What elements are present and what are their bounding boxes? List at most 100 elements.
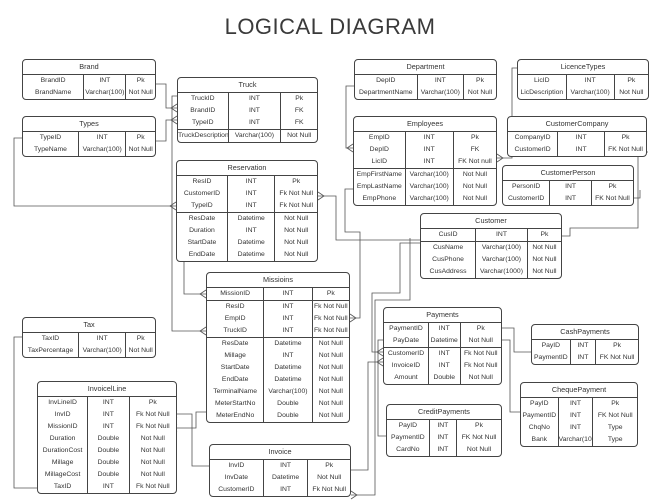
- relationship-invoice-invoiceline: [177, 413, 209, 467]
- field-type: Varchar(100): [405, 181, 454, 193]
- field-name: MillageCost: [38, 469, 89, 481]
- field-name: EndDate: [177, 249, 228, 261]
- relationship-payments-cheque: [502, 339, 520, 413]
- table-title: Payments: [384, 308, 501, 323]
- field-name: Duration: [177, 225, 228, 237]
- field-type: Varchar(1000): [475, 266, 528, 278]
- field-type: INT: [428, 347, 461, 360]
- field-name: CustomerID: [384, 347, 429, 360]
- table-title: LicenceTypes: [518, 60, 648, 75]
- field-name: TruckDescription: [178, 129, 229, 142]
- table-title: Reservation: [177, 161, 317, 176]
- field-constraint: Pk: [613, 342, 622, 349]
- table-title: Types: [23, 117, 155, 132]
- field-type: Double: [263, 398, 313, 410]
- table-title: Employees: [354, 117, 496, 132]
- field-type: INT: [558, 398, 594, 410]
- field-type: Datetime: [227, 212, 276, 225]
- relationship-customer-invoice: [351, 238, 411, 496]
- field-type: INT: [227, 176, 276, 188]
- relationship-missions-invoiceline: [177, 411, 206, 429]
- field-constraint: Not Null: [532, 256, 557, 263]
- field-name: LicID: [518, 75, 567, 87]
- field-type: INT: [78, 333, 127, 345]
- field-constraint: Not Null: [468, 337, 493, 344]
- field-constraint: Pk: [325, 462, 334, 469]
- field-constraint: Pk: [611, 400, 620, 407]
- field-name: ResID: [207, 300, 265, 313]
- field-constraint: Not Null: [318, 364, 343, 371]
- field-type: Double: [87, 445, 130, 457]
- field-type: INT: [429, 444, 458, 456]
- field-type: INT: [549, 181, 592, 193]
- field-name: StartDate: [177, 237, 228, 249]
- field-type: INT: [570, 340, 597, 352]
- field-name: MeterStartNo: [207, 398, 265, 410]
- field-constraint: Not Null: [312, 337, 349, 350]
- field-constraint: Pk: [292, 178, 301, 185]
- field-constraint: Not Null: [466, 446, 492, 453]
- field-constraint: Pk: [470, 134, 479, 141]
- field-constraint: Not Null: [284, 239, 309, 246]
- field-type: INT: [227, 188, 276, 200]
- field-constraint: Not Null: [280, 129, 317, 142]
- field-name: MissionID: [38, 421, 89, 433]
- field-type: Datetime: [263, 337, 313, 350]
- field-type: Varchar(100): [83, 87, 127, 99]
- relationship-payments-credit: [377, 339, 386, 437]
- field-type: Varchar(100): [405, 193, 454, 205]
- field-type: Varchar(100): [405, 168, 454, 181]
- field-constraint: Not Null: [462, 195, 488, 202]
- field-type: INT: [263, 484, 309, 496]
- field-constraint: Not Null: [140, 459, 165, 466]
- field-constraint: Pk: [476, 325, 485, 332]
- field-constraint: Pk: [136, 77, 145, 84]
- field-name: EmpFirstName: [354, 168, 406, 181]
- crowfoot-markers: [169, 103, 504, 500]
- table-title: Brand: [23, 60, 155, 75]
- field-constraint: FK: [294, 119, 304, 126]
- field-name: Millage: [38, 457, 89, 469]
- field-type: Datetime: [263, 374, 313, 386]
- field-name: StartDate: [207, 362, 265, 374]
- field-type: INT: [405, 132, 454, 144]
- field-name: BrandID: [178, 105, 229, 117]
- field-type: INT: [263, 325, 313, 338]
- field-name: Bank: [521, 434, 559, 446]
